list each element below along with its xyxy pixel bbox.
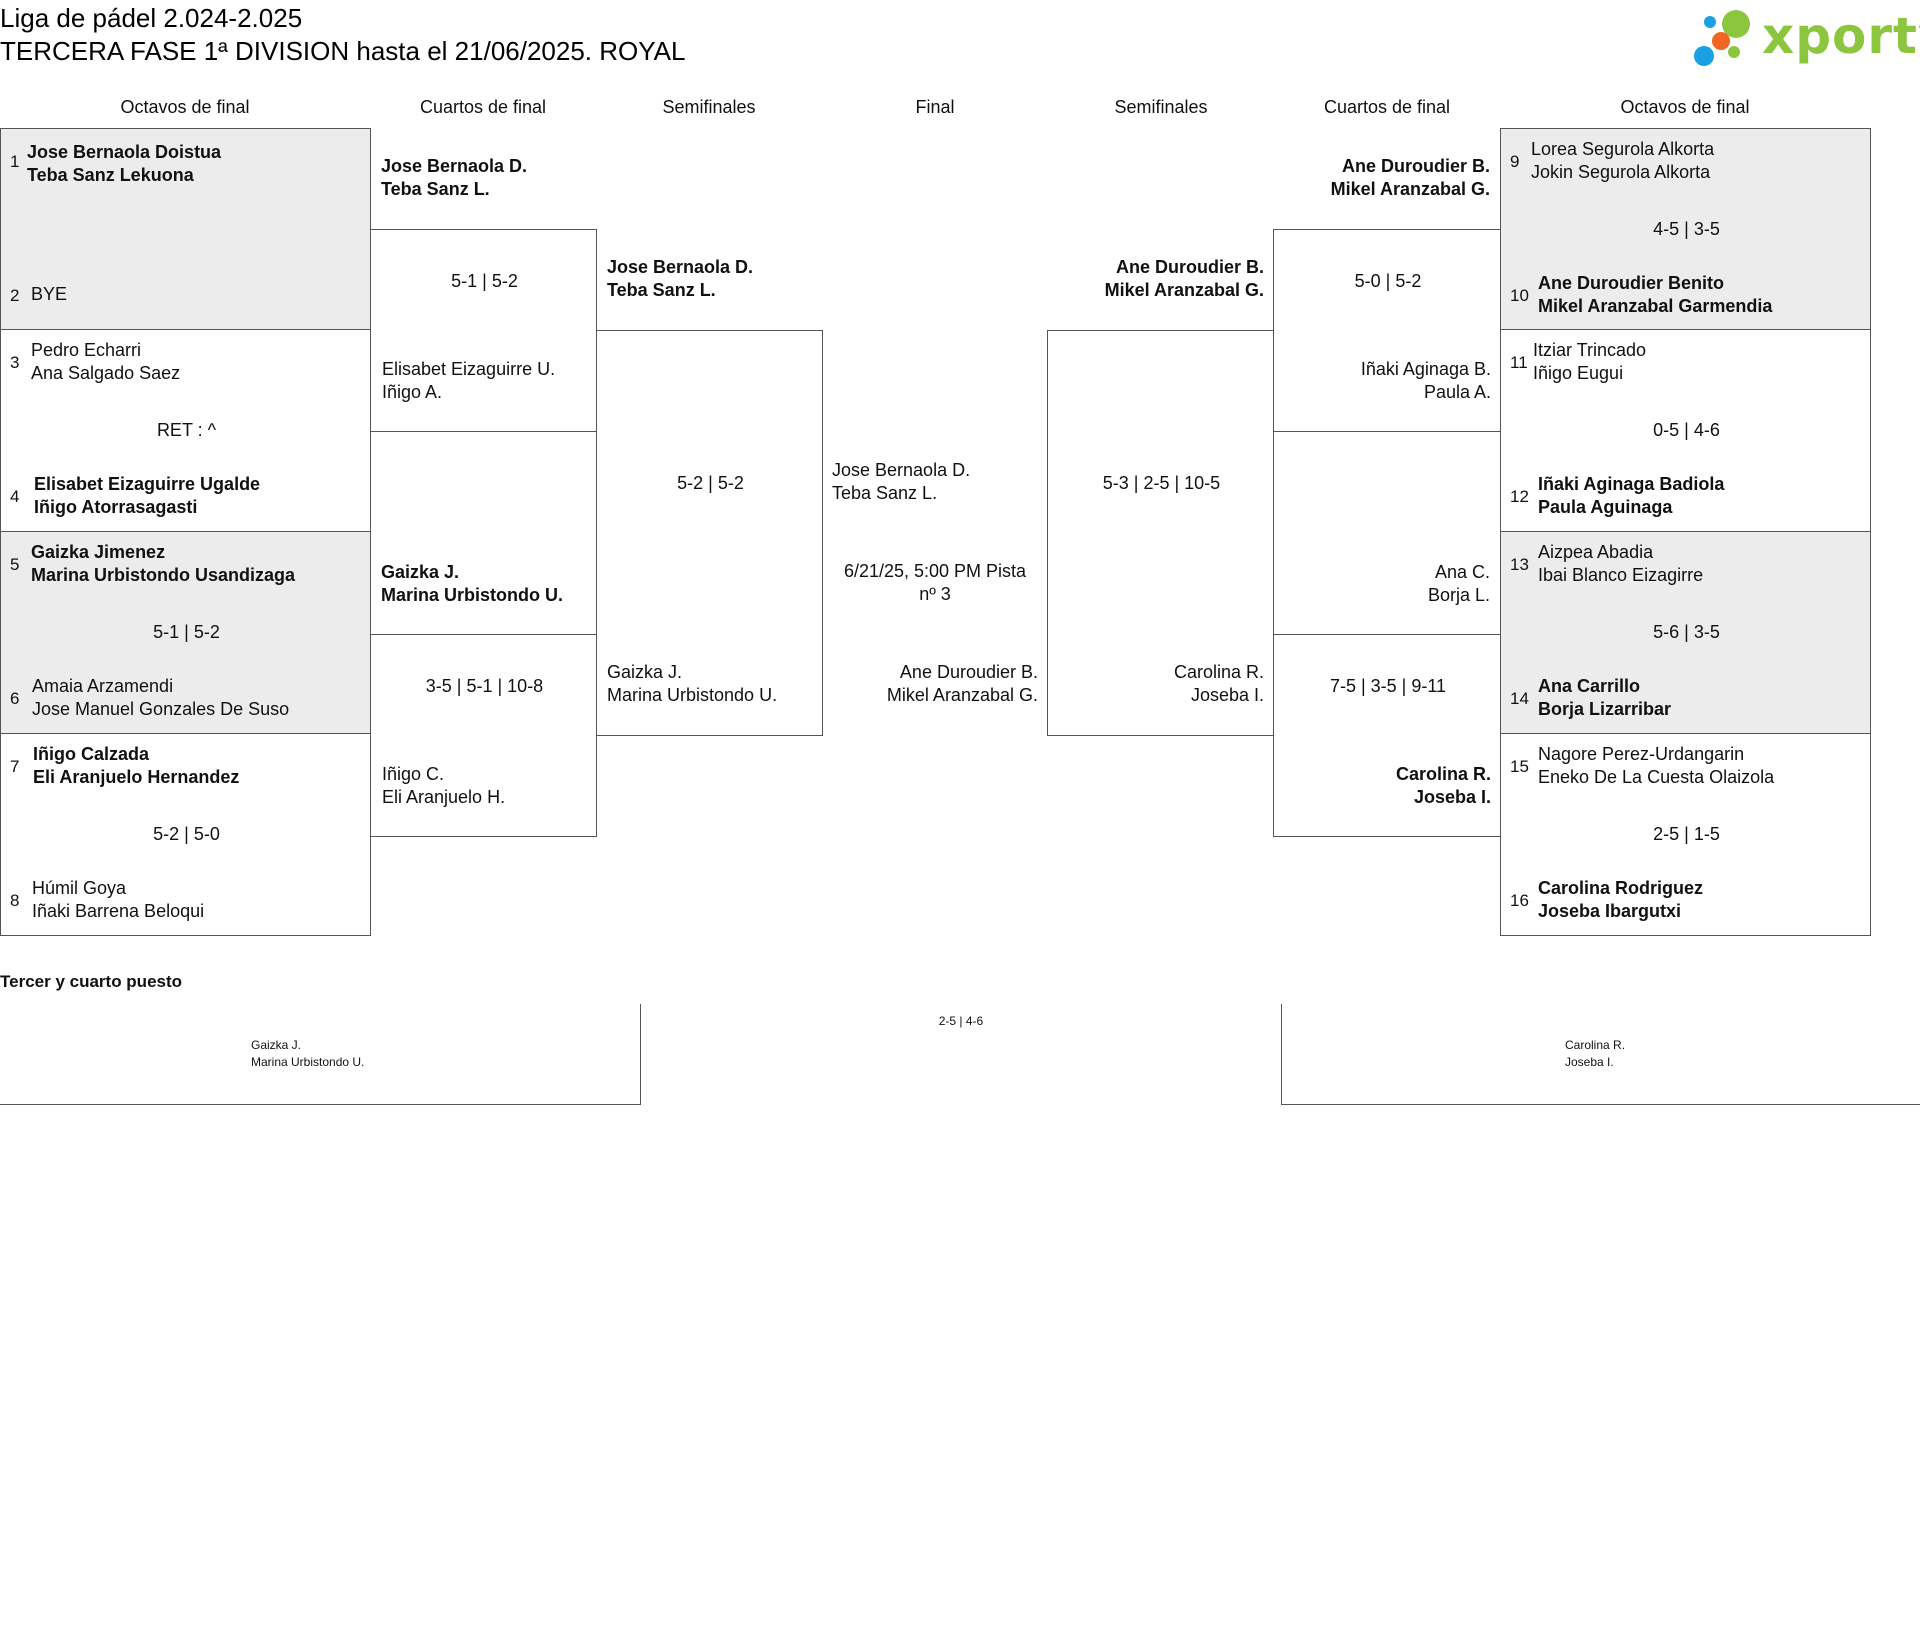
match-score: 5-6 | 3-5 bbox=[1653, 622, 1720, 642]
final-team-1: Jose Bernaola D.Teba Sanz L. bbox=[832, 460, 971, 503]
logo-dot-small-blue-icon bbox=[1704, 16, 1716, 28]
third-place-bracket-line bbox=[0, 1104, 641, 1105]
match-qf-right-1[interactable]: 5-0 | 5-2 Iñaki Aginaga B.Paula A. bbox=[1273, 229, 1501, 432]
seed-number: 16 bbox=[1510, 891, 1529, 910]
match-score: 5-3 | 2-5 | 10-5 bbox=[1102, 473, 1221, 493]
seed-number: 5 bbox=[10, 555, 20, 574]
third-place-title: Tercer y cuarto puesto bbox=[0, 972, 183, 991]
seed-number: 6 bbox=[10, 689, 20, 708]
sf-right-winner: Ane Duroudier B.Mikel Aranzabal G. bbox=[1104, 257, 1264, 300]
team-name: BYE bbox=[31, 284, 68, 304]
team-name: Carolina R.Joseba I. bbox=[1395, 764, 1491, 807]
match-score: 7-5 | 3-5 | 9-11 bbox=[1329, 676, 1447, 696]
match-score: 5-1 | 5-2 bbox=[451, 271, 518, 291]
column-header-r16-left: Octavos de final bbox=[120, 97, 250, 117]
seed-number: 13 bbox=[1510, 555, 1529, 574]
third-place-team-2: Carolina R.Joseba I. bbox=[1565, 1038, 1626, 1069]
column-header-final: Final bbox=[915, 97, 955, 117]
logo-wordmark: xporty bbox=[1762, 7, 1920, 65]
final-team-2: Ane Duroudier B.Mikel Aranzabal G. bbox=[886, 662, 1038, 705]
seed-number: 7 bbox=[10, 757, 20, 776]
match-score: 5-0 | 5-2 bbox=[1354, 271, 1422, 291]
column-header-sf-right: Semifinales bbox=[1114, 97, 1208, 117]
qf-left-2-winner: Gaizka J.Marina Urbistondo U. bbox=[381, 562, 564, 605]
logo-dot-small-green-icon bbox=[1728, 46, 1740, 58]
qf-right-1-winner: Ane Duroudier B.Mikel Aranzabal G. bbox=[1330, 156, 1490, 199]
column-header-qf-right: Cuartos de final bbox=[1323, 97, 1451, 117]
seed-number: 3 bbox=[10, 353, 20, 372]
team-name: Iñaki Aginaga B.Paula A. bbox=[1360, 359, 1491, 402]
column-header-r16-right: Octavos de final bbox=[1620, 97, 1750, 117]
match-score: 5-1 | 5-2 bbox=[153, 622, 220, 642]
sf-left-winner: Jose Bernaola D.Teba Sanz L. bbox=[607, 257, 754, 300]
page-subtitle: TERCERA FASE 1ª DIVISION hasta el 21/06/… bbox=[0, 36, 686, 66]
match-qf-left-1[interactable]: 5-1 | 5-2 Elisabet Eizaguirre U.Iñigo A. bbox=[370, 229, 597, 432]
qf-left-1-winner: Jose Bernaola D.Teba Sanz L. bbox=[381, 156, 528, 199]
team-name: Iñigo C.Eli Aranjuelo H. bbox=[382, 764, 506, 807]
seed-number: 2 bbox=[10, 286, 20, 305]
match-qf-right-2[interactable]: 7-5 | 3-5 | 9-11 Carolina R.Joseba I. bbox=[1273, 634, 1501, 837]
seed-number: 4 bbox=[10, 487, 20, 506]
match-qf-left-2[interactable]: 3-5 | 5-1 | 10-8 Iñigo C.Eli Aranjuelo H… bbox=[370, 634, 597, 837]
seed-number: 12 bbox=[1510, 487, 1529, 506]
seed-number: 10 bbox=[1510, 286, 1529, 305]
seed-number: 1 bbox=[10, 152, 20, 171]
page-title: Liga de pádel 2.024-2.025 bbox=[0, 3, 303, 33]
match-sf-right[interactable]: 5-3 | 2-5 | 10-5 Carolina R.Joseba I. bbox=[1047, 330, 1274, 736]
team-name: Elisabet Eizaguirre U.Iñigo A. bbox=[382, 359, 556, 402]
xporty-logo[interactable]: xporty bbox=[1690, 4, 1920, 70]
third-place-bracket-line bbox=[640, 1004, 641, 1105]
match-score: 2-5 | 1-5 bbox=[1653, 824, 1720, 844]
third-place-score: 2-5 | 4-6 bbox=[938, 1014, 984, 1028]
seed-number: 9 bbox=[1510, 152, 1520, 171]
match-sf-left[interactable]: 5-2 | 5-2 Gaizka J.Marina Urbistondo U. bbox=[596, 330, 823, 736]
third-place-bracket-line bbox=[1281, 1104, 1920, 1105]
team-name: Gaizka J.Marina Urbistondo U. bbox=[607, 662, 778, 705]
qf-right-2-loser: Ana C.Borja L. bbox=[1427, 562, 1490, 605]
match-score: 4-5 | 3-5 bbox=[1653, 219, 1720, 239]
logo-dot-orange-icon bbox=[1712, 32, 1730, 50]
seed-number: 14 bbox=[1510, 689, 1529, 708]
third-place-bracket-line bbox=[1281, 1004, 1282, 1105]
match-score: 5-2 | 5-0 bbox=[153, 824, 220, 844]
column-header-sf-left: Semifinales bbox=[662, 97, 756, 117]
match-score: 0-5 | 4-6 bbox=[1653, 420, 1720, 440]
match-score: RET : ^ bbox=[156, 420, 217, 440]
team-name: Carolina R.Joseba I. bbox=[1173, 662, 1264, 705]
match-score: 5-2 | 5-2 bbox=[677, 473, 744, 493]
seed-number: 15 bbox=[1510, 757, 1529, 776]
column-header-qf-left: Cuartos de final bbox=[419, 97, 547, 117]
seed-number: 8 bbox=[10, 891, 20, 910]
seed-number: 11 bbox=[1510, 353, 1528, 372]
third-place-team-1: Gaizka J.Marina Urbistondo U. bbox=[251, 1038, 365, 1069]
match-score: 3-5 | 5-1 | 10-8 bbox=[425, 676, 544, 696]
logo-dot-blue-icon bbox=[1694, 46, 1714, 66]
